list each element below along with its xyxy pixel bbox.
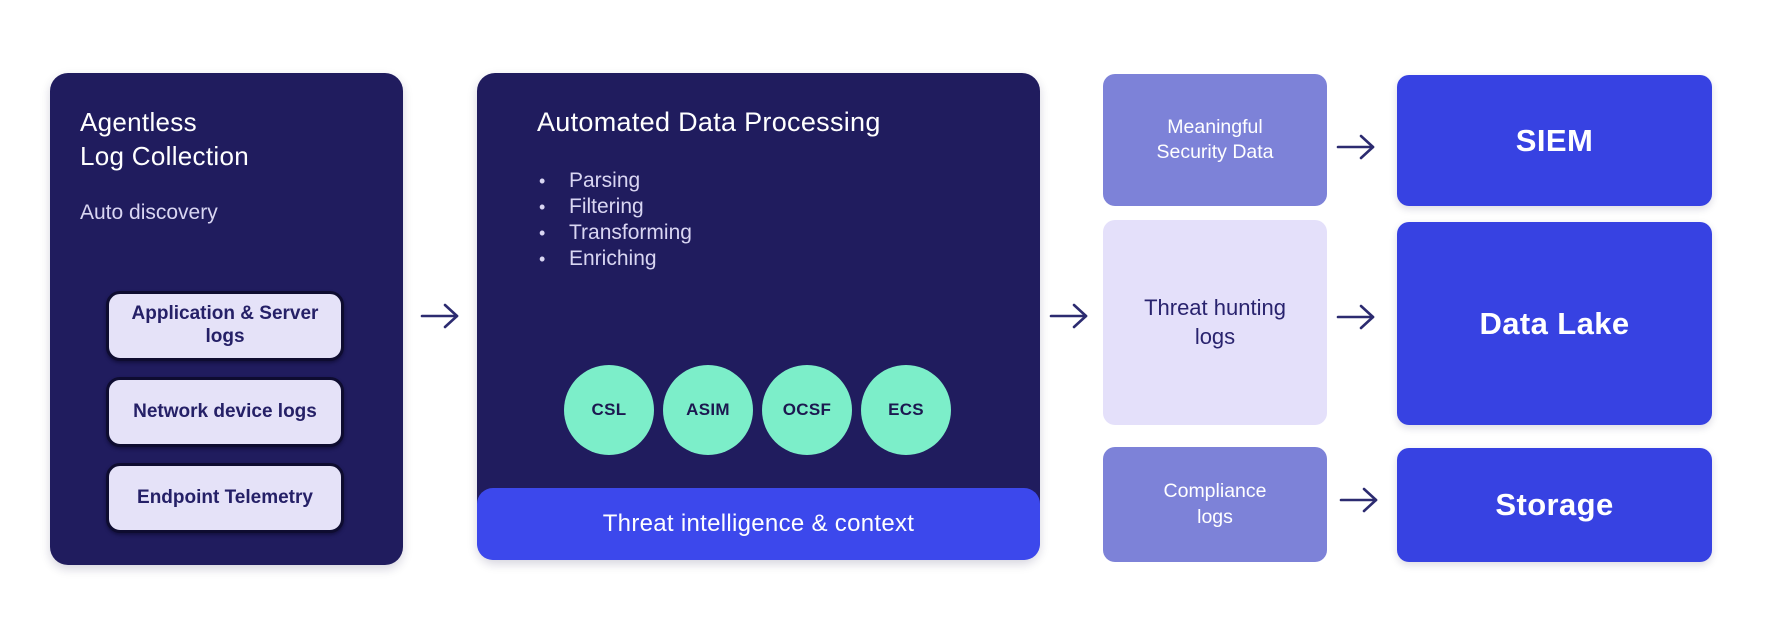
threat-intelligence-bar: Threat intelligence & context xyxy=(477,488,1040,560)
output-box-threat-hunting-logs: Threat hunting logs xyxy=(1103,220,1327,425)
destination-box-storage: Storage xyxy=(1397,448,1712,562)
source-chip-endpoint-telemetry: Endpoint Telemetry xyxy=(106,463,344,533)
processing-step-label: Filtering xyxy=(569,195,644,218)
output-box-meaningful-security-data: Meaningful Security Data xyxy=(1103,74,1327,206)
format-badge-ecs: ECS xyxy=(861,365,951,455)
collection-title: Agentless Log Collection xyxy=(80,107,249,172)
processing-step-filtering: • Filtering xyxy=(539,196,692,218)
auto-discovery-label: Auto discovery xyxy=(80,201,218,224)
format-badge-csl: CSL xyxy=(564,365,654,455)
flow-arrow-processing-to-outputs xyxy=(1048,298,1092,334)
right-arrow-icon xyxy=(1339,487,1378,513)
processing-step-label: Parsing xyxy=(569,169,641,192)
bullet-icon: • xyxy=(539,171,546,191)
processing-title: Automated Data Processing xyxy=(537,107,881,137)
processing-step-enriching: • Enriching xyxy=(539,248,692,270)
source-chip-network-device-logs: Network device logs xyxy=(106,377,344,447)
agentless-log-collection-panel: Agentless Log Collection Auto discovery … xyxy=(50,73,403,565)
flow-arrow-compliance-to-storage xyxy=(1338,482,1382,518)
processing-step-label: Enriching xyxy=(569,247,657,270)
output-box-compliance-logs: Compliance logs xyxy=(1103,447,1327,562)
source-chip-application-server-logs: Application & Server logs xyxy=(106,291,344,361)
right-arrow-icon xyxy=(1336,134,1375,160)
bullet-icon: • xyxy=(539,249,546,269)
format-badge-ocsf: OCSF xyxy=(762,365,852,455)
processing-step-parsing: • Parsing xyxy=(539,170,692,192)
log-source-list: Application & Server logs Network device… xyxy=(106,291,344,533)
right-arrow-icon xyxy=(420,303,459,329)
processing-step-transforming: • Transforming xyxy=(539,222,692,244)
format-badge-row: CSL ASIM OCSF ECS xyxy=(564,365,951,455)
destination-box-data-lake: Data Lake xyxy=(1397,222,1712,425)
bullet-icon: • xyxy=(539,197,546,217)
right-arrow-icon xyxy=(1336,304,1375,330)
automated-data-processing-panel: Automated Data Processing • Parsing • Fi… xyxy=(477,73,1040,560)
flow-arrow-collection-to-processing xyxy=(419,298,463,334)
destination-box-siem: SIEM xyxy=(1397,75,1712,206)
flow-arrow-meaningful-to-siem xyxy=(1335,129,1379,165)
bullet-icon: • xyxy=(539,223,546,243)
format-badge-asim: ASIM xyxy=(663,365,753,455)
processing-step-label: Transforming xyxy=(569,221,692,244)
processing-steps-list: • Parsing • Filtering • Transforming • E… xyxy=(539,170,692,270)
right-arrow-icon xyxy=(1049,303,1088,329)
flow-arrow-threat-hunting-to-data-lake xyxy=(1335,299,1379,335)
